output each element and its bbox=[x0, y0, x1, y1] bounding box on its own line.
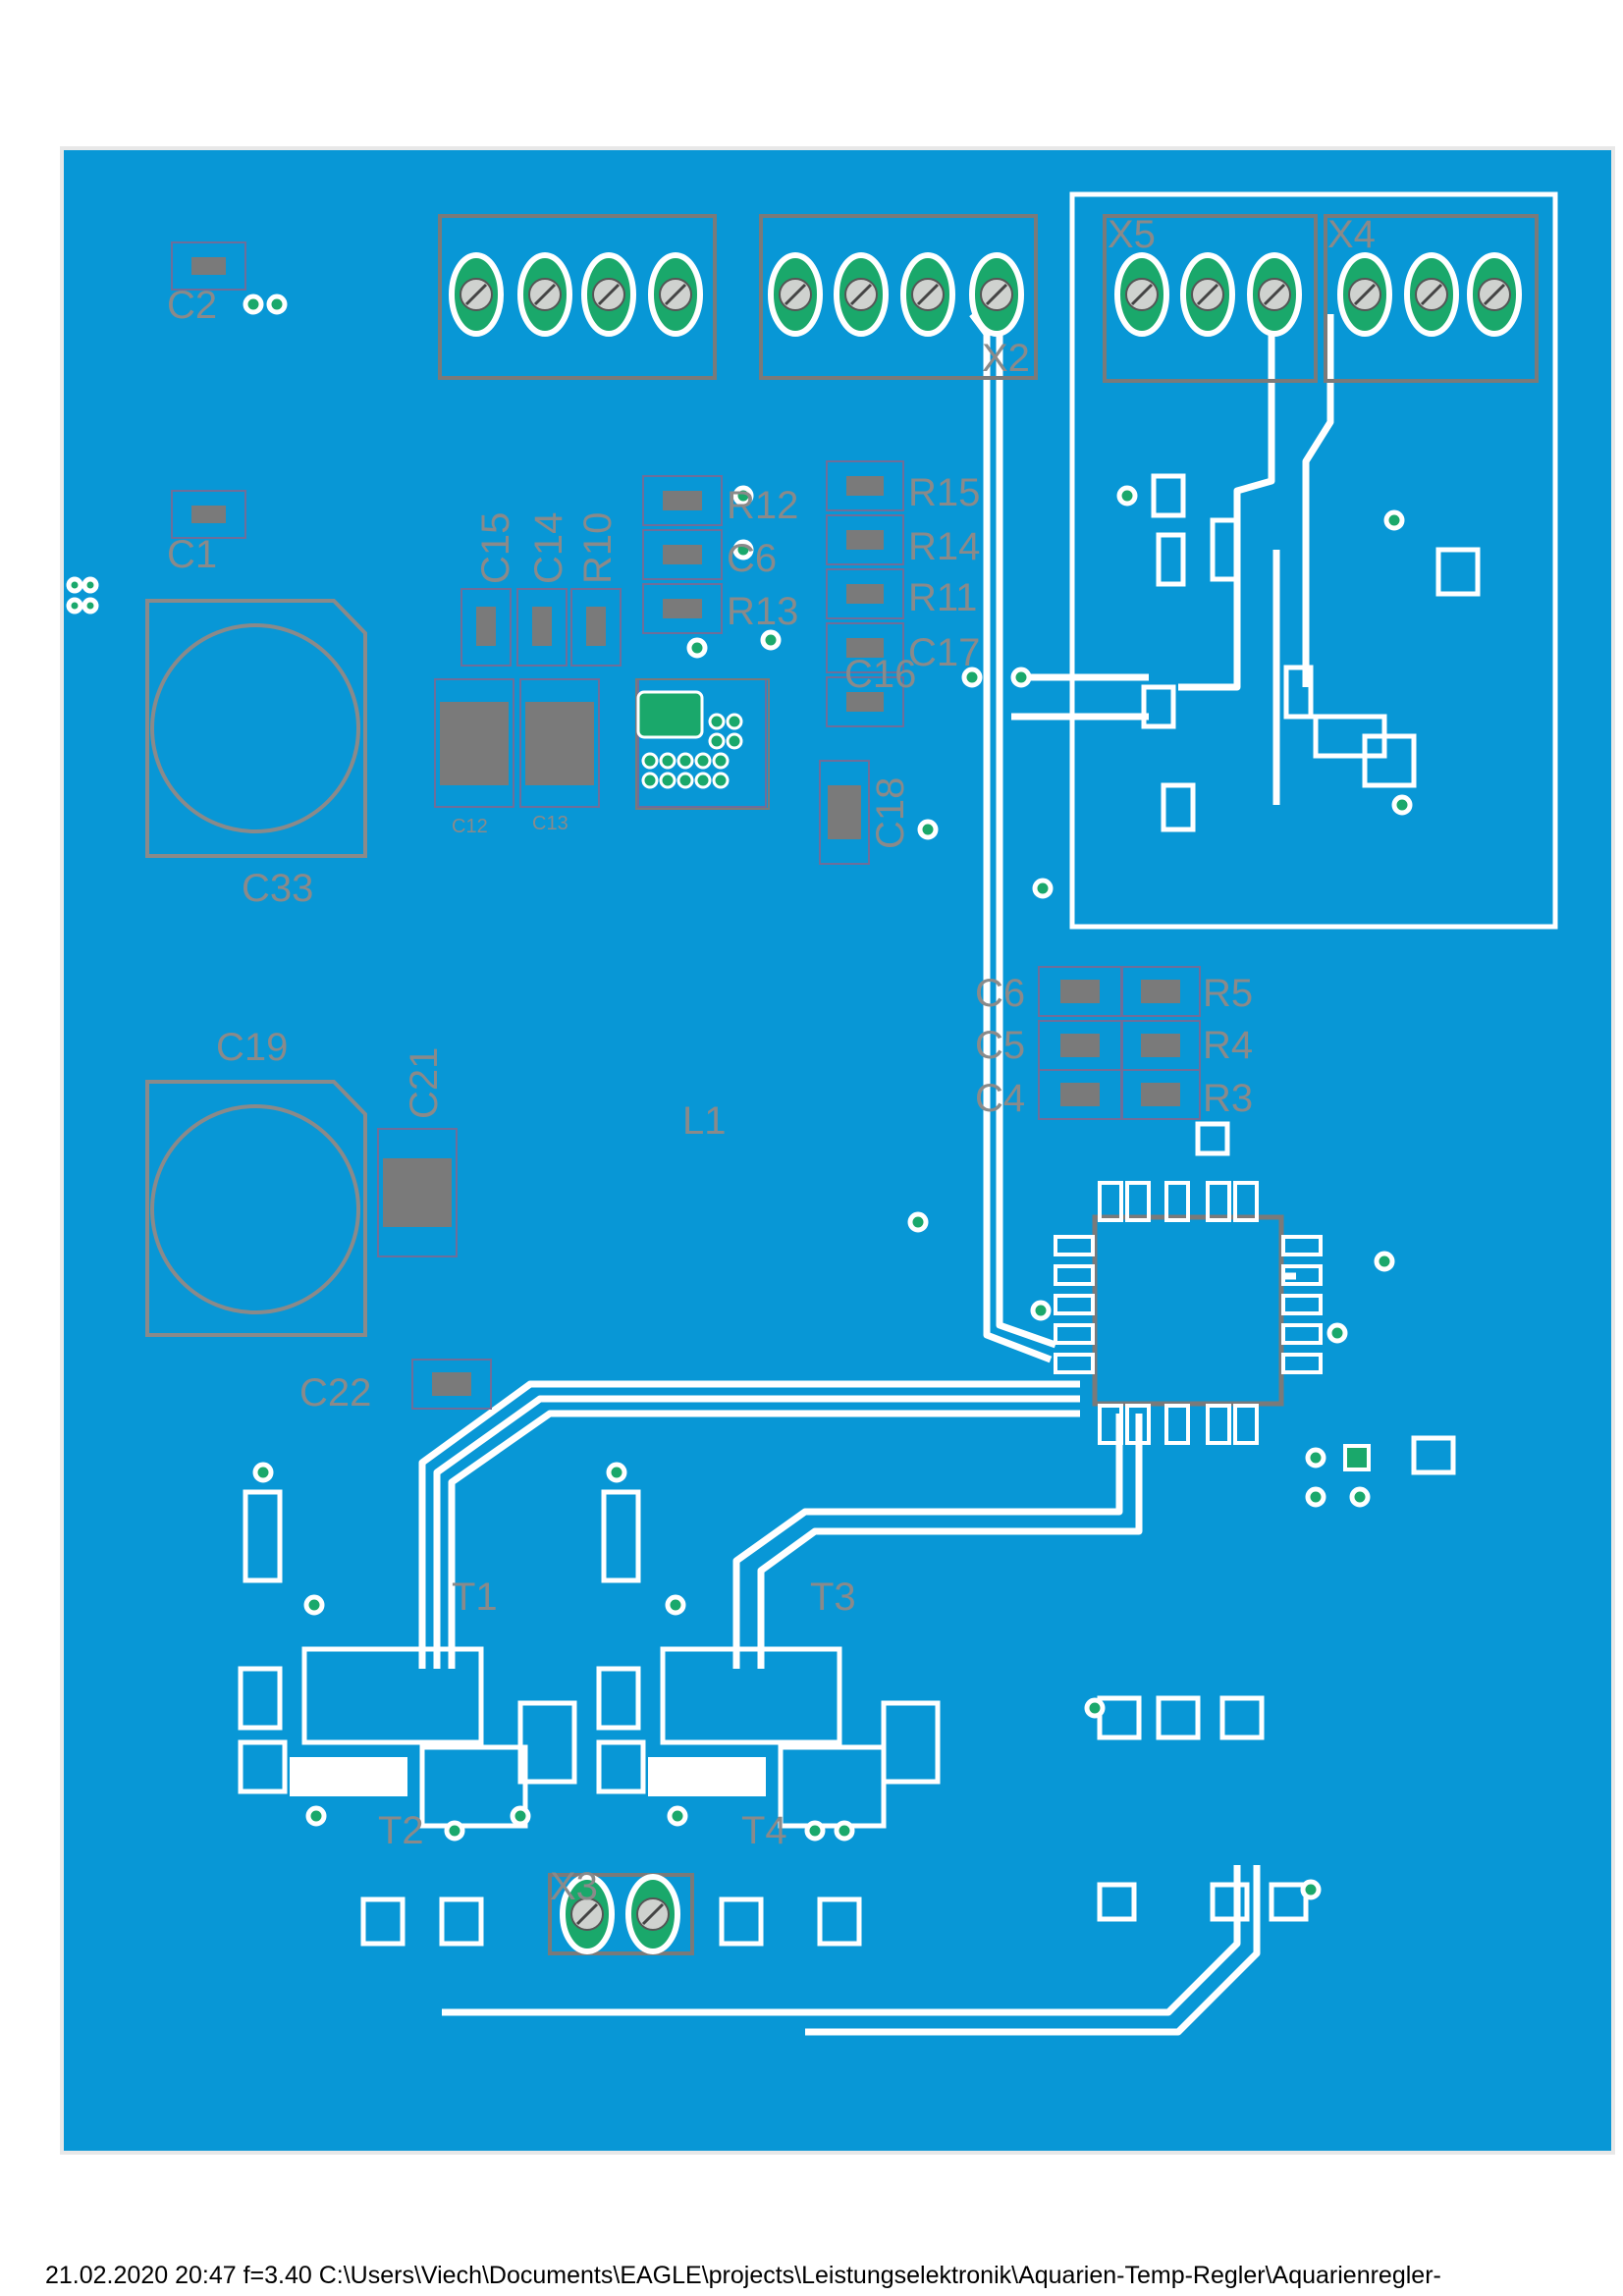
label-C21: C21 bbox=[403, 1047, 446, 1119]
label-T2: T2 bbox=[378, 1809, 424, 1852]
label-X2: X2 bbox=[982, 337, 1030, 380]
pcb-copper-pour bbox=[60, 146, 1615, 2155]
label-C6-top: C6 bbox=[727, 537, 777, 580]
power-stage-pads bbox=[238, 1121, 1456, 1947]
label-C4: C4 bbox=[975, 1077, 1025, 1120]
traces bbox=[418, 311, 1334, 2036]
sub-board-outline bbox=[1069, 191, 1558, 930]
label-T1: T1 bbox=[452, 1575, 498, 1619]
label-C5: C5 bbox=[975, 1024, 1025, 1067]
screw-terminal-icon bbox=[449, 252, 1522, 1954]
label-L1: L1 bbox=[682, 1099, 727, 1143]
label-C22: C22 bbox=[299, 1371, 371, 1415]
label-C12: C12 bbox=[452, 816, 488, 837]
label-C2: C2 bbox=[167, 284, 217, 327]
label-C15: C15 bbox=[474, 512, 517, 584]
label-R4: R4 bbox=[1203, 1024, 1253, 1067]
label-C14: C14 bbox=[527, 512, 570, 584]
label-C17: C17 bbox=[908, 631, 980, 674]
label-R15: R15 bbox=[908, 471, 980, 514]
via-icon bbox=[66, 294, 1413, 1900]
label-C13: C13 bbox=[532, 813, 568, 834]
label-T3: T3 bbox=[810, 1575, 856, 1619]
label-X4: X4 bbox=[1327, 213, 1376, 256]
microcontroller-ic bbox=[1054, 1181, 1323, 1445]
label-X5: X5 bbox=[1108, 213, 1156, 256]
label-C33: C33 bbox=[242, 867, 313, 910]
label-C18: C18 bbox=[869, 777, 912, 849]
label-R11: R11 bbox=[908, 576, 977, 619]
print-footer: 21.02.2020 20:47 f=3.40 C:\Users\Viech\D… bbox=[45, 2262, 1441, 2289]
label-T4: T4 bbox=[741, 1809, 787, 1852]
label-C16: C16 bbox=[844, 653, 916, 696]
label-R12: R12 bbox=[727, 484, 798, 527]
electrolytic-capacitors bbox=[145, 599, 367, 1337]
label-R10: R10 bbox=[576, 512, 620, 584]
smd-pad-icon bbox=[171, 241, 1201, 1410]
label-R5: R5 bbox=[1203, 972, 1253, 1015]
label-R3: R3 bbox=[1203, 1077, 1253, 1120]
label-C6: C6 bbox=[975, 972, 1025, 1015]
label-X3: X3 bbox=[550, 1865, 598, 1908]
pin-header-icon bbox=[635, 678, 770, 810]
label-R14: R14 bbox=[908, 525, 980, 568]
label-C1: C1 bbox=[167, 533, 217, 576]
label-C19: C19 bbox=[216, 1026, 288, 1069]
via-square-pad bbox=[1343, 1444, 1371, 1471]
sensor-section-pads bbox=[1141, 473, 1481, 832]
label-R13: R13 bbox=[727, 590, 798, 633]
connector-housings bbox=[438, 214, 1539, 1955]
solder-mask-openings bbox=[290, 1757, 766, 1796]
